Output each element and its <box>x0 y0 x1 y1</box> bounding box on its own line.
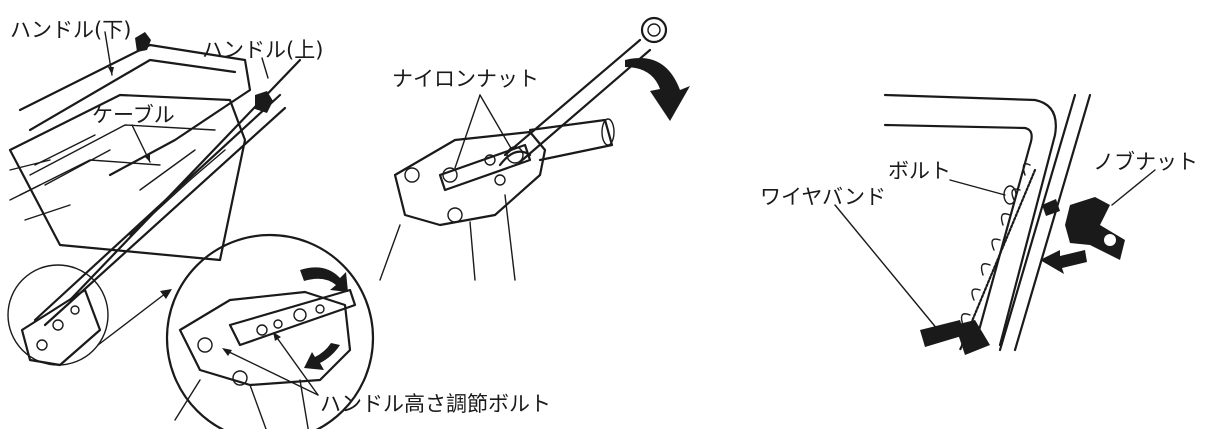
knob-nut-illustration <box>834 93 1156 355</box>
label-knob-nut: ノブナット <box>1093 150 1198 174</box>
label-bolt: ボルト <box>888 159 951 183</box>
mower-handle-illustration <box>7 31 302 367</box>
label-handle-lower: ハンドル(下) <box>10 18 132 42</box>
label-height-bolt: ハンドル高さ調節ボルト <box>320 392 551 416</box>
label-nylon-nut: ナイロンナット <box>392 67 539 91</box>
wrench-illustration <box>379 16 690 281</box>
label-handle-upper: ハンドル(上) <box>202 38 324 62</box>
label-cable: ケーブル <box>92 103 175 127</box>
zoom-detail <box>165 233 375 429</box>
label-wire-band: ワイヤバンド <box>760 185 886 209</box>
